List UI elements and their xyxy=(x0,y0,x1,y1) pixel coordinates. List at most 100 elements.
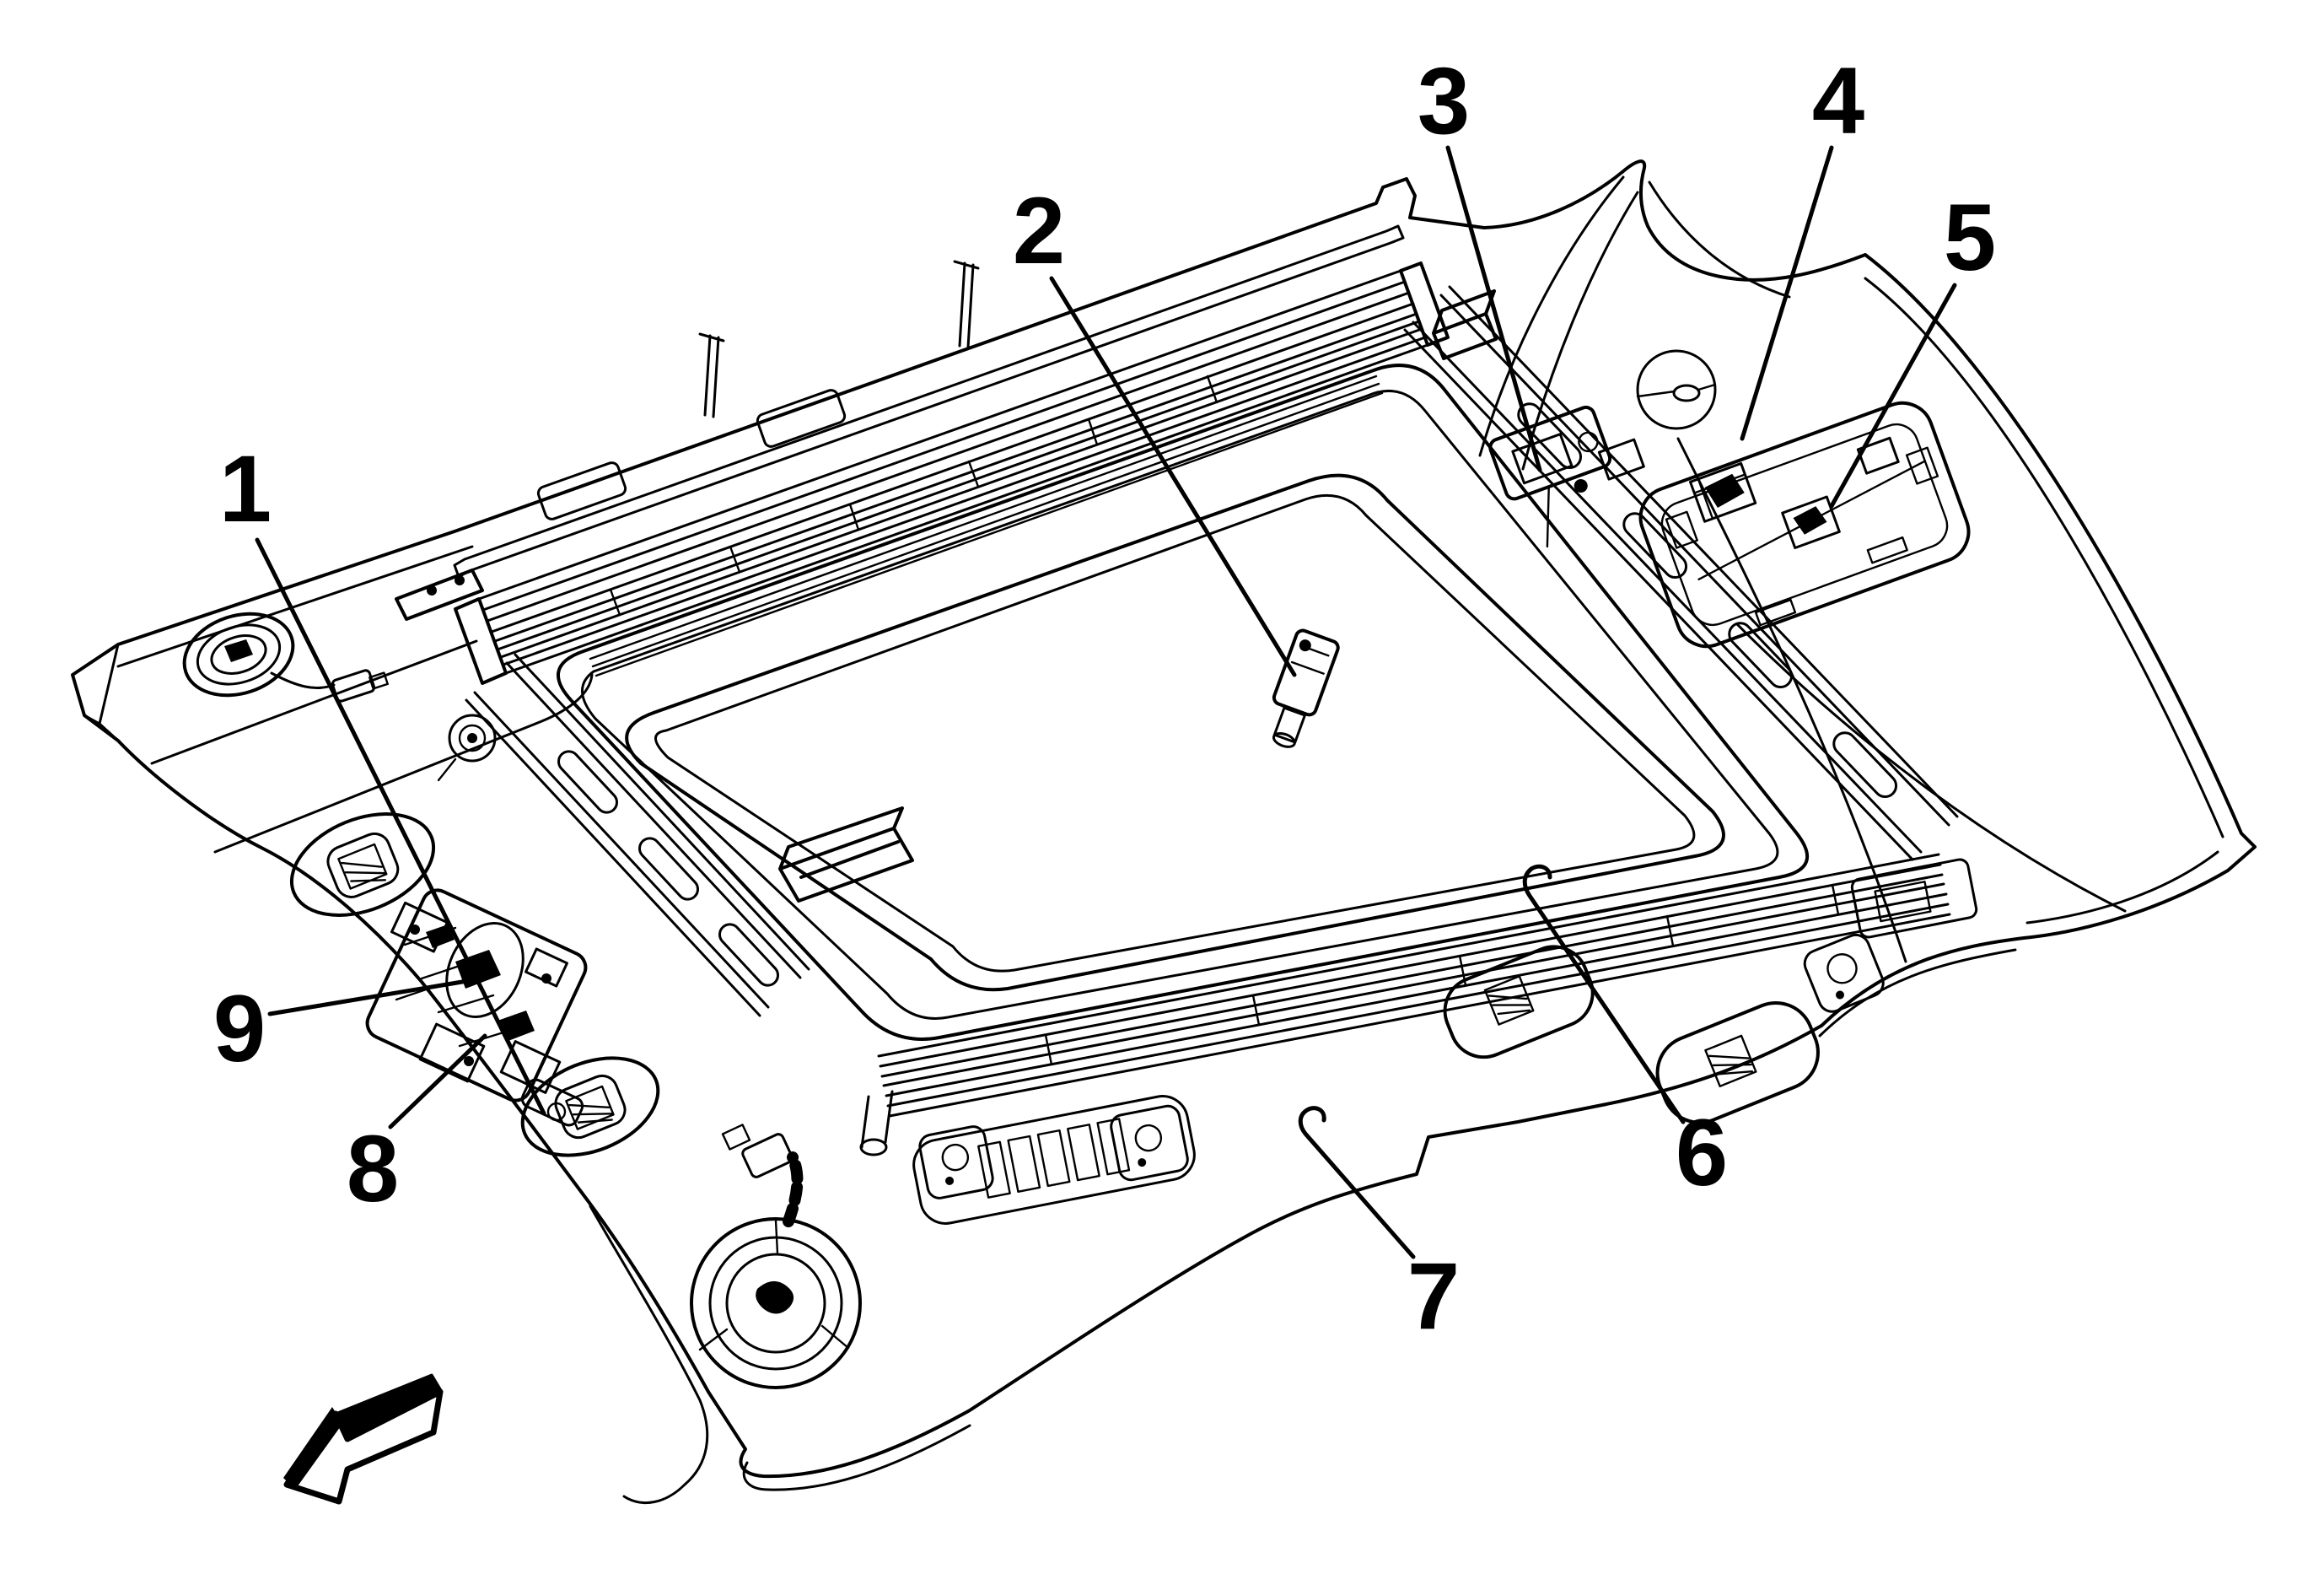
glass-panel-inner-line xyxy=(654,493,1696,973)
leader-line-7 xyxy=(1298,1106,1416,1259)
callout-number-6: 6 xyxy=(1676,1100,1728,1205)
deflector-support-box xyxy=(778,806,914,903)
callout-number-8: 8 xyxy=(347,1116,399,1221)
callout-9: 9 xyxy=(213,976,485,1081)
clip-body xyxy=(1272,628,1340,717)
rail-bump xyxy=(756,389,847,448)
motor-housing xyxy=(365,888,588,1102)
bracket-screw xyxy=(1578,431,1599,453)
antenna-grommet xyxy=(1636,349,1717,430)
leader-line-1 xyxy=(255,537,546,1116)
clip-stem xyxy=(1272,706,1306,744)
rear-rail-tracks xyxy=(877,853,1951,1118)
rail-slot xyxy=(1622,512,1688,579)
module-tab xyxy=(1905,446,1939,485)
callout-2: 2 xyxy=(1013,178,1297,677)
front-drain-tip xyxy=(859,1138,888,1156)
bracket-inner xyxy=(1511,433,1574,485)
console-rail-outline xyxy=(912,1095,1196,1225)
lamp-wiring-grommet xyxy=(690,1124,862,1389)
grab-handle-left-front xyxy=(289,812,436,917)
rear-bracket-inner xyxy=(1874,881,1932,923)
clip-plate-hole xyxy=(941,1143,970,1172)
callout-6: 6 xyxy=(1522,864,1728,1205)
sunroof-glass-panel xyxy=(589,375,1725,992)
console-slot xyxy=(1036,1129,1071,1188)
leader-line-5 xyxy=(1829,283,1957,509)
clip-plate-right xyxy=(1803,933,1885,1013)
arrow-top-band xyxy=(336,1375,442,1437)
module-clip-center xyxy=(1781,495,1841,550)
motor-loop xyxy=(445,922,525,1018)
headliner-seams-left xyxy=(116,545,594,854)
module-tab xyxy=(1856,436,1900,475)
motor-block xyxy=(525,947,568,988)
callout-number-7: 7 xyxy=(1407,1243,1460,1349)
rail-slot xyxy=(1832,731,1898,799)
module-clip-front xyxy=(1688,461,1757,523)
rail-bump xyxy=(536,461,627,520)
front-rail-end-caps xyxy=(395,261,1498,685)
sunroof-frame xyxy=(395,224,1978,1118)
pad-clip xyxy=(1483,975,1535,1026)
right-rail-tracks xyxy=(1403,285,1959,861)
console-mounting-rail xyxy=(912,1095,1196,1225)
rear-rail-ticks xyxy=(1044,883,1840,1066)
motor-screw xyxy=(464,1056,474,1066)
handle-bezel xyxy=(554,1074,627,1140)
console-slot xyxy=(977,1140,1011,1199)
console-slot xyxy=(1007,1135,1041,1194)
headliner-left-tip-fold xyxy=(83,643,120,742)
rail-slot xyxy=(1728,622,1794,689)
console-slot xyxy=(1067,1124,1100,1182)
grommet-core xyxy=(756,1280,794,1314)
leader-line-2 xyxy=(1049,276,1297,677)
grommet-ring-inner xyxy=(725,1253,826,1354)
leader-line-9 xyxy=(267,976,485,1016)
visor-pivot-mid xyxy=(458,724,487,752)
console-module-plate xyxy=(1638,401,1971,649)
rail-slot xyxy=(718,923,780,987)
donut-mid xyxy=(196,623,282,686)
console-rail-slots xyxy=(977,1118,1131,1199)
sunroof-motor-assembly xyxy=(365,806,914,1156)
arrow-left-band xyxy=(283,1407,342,1490)
handle-bezel xyxy=(326,832,400,898)
visor-pad-right-front xyxy=(1443,945,1595,1059)
console-slot xyxy=(1096,1118,1131,1176)
leader-line-8 xyxy=(388,1033,487,1129)
harness-connector xyxy=(741,1133,793,1178)
donut-core xyxy=(224,639,253,662)
roof-side-rail xyxy=(453,224,1405,579)
clip-bolt xyxy=(1299,639,1311,652)
callout-3: 3 xyxy=(1418,48,1542,472)
callout-7: 7 xyxy=(1298,1106,1460,1349)
clip-detail xyxy=(1290,644,1330,675)
antenna-grommet-hole xyxy=(1672,384,1701,402)
clip-plate-hole xyxy=(1134,1124,1163,1152)
headliner-outline xyxy=(71,159,2257,1479)
visor-pivot-tab xyxy=(437,757,457,782)
leader-line-3 xyxy=(1445,145,1542,472)
callout-8: 8 xyxy=(347,1033,487,1221)
front-drain-spout xyxy=(860,1090,894,1149)
callout-5: 5 xyxy=(1829,185,1996,509)
module-foot xyxy=(1866,536,1908,564)
callout-number-5: 5 xyxy=(1944,185,1996,290)
wind-deflector-lines xyxy=(589,375,1384,677)
pad-outline xyxy=(1443,945,1595,1059)
rear-rail-end-bracket xyxy=(1850,858,1978,939)
clip-plate-hole xyxy=(1826,953,1858,984)
callout-number-2: 2 xyxy=(1013,178,1065,283)
headliner-seams-right xyxy=(1676,277,2224,1038)
grab-handle-left-rear xyxy=(520,1056,660,1157)
antenna-grommet-ring xyxy=(1636,349,1717,430)
donut-inner xyxy=(210,634,267,675)
rail-slot xyxy=(637,837,700,901)
motor-block xyxy=(418,1022,486,1083)
motor-screw xyxy=(410,924,420,935)
callout-number-4: 4 xyxy=(1812,48,1864,154)
handle-opening xyxy=(289,812,436,917)
glass-guide-clip xyxy=(1272,628,1340,748)
rear-bracket-body xyxy=(1850,858,1978,939)
